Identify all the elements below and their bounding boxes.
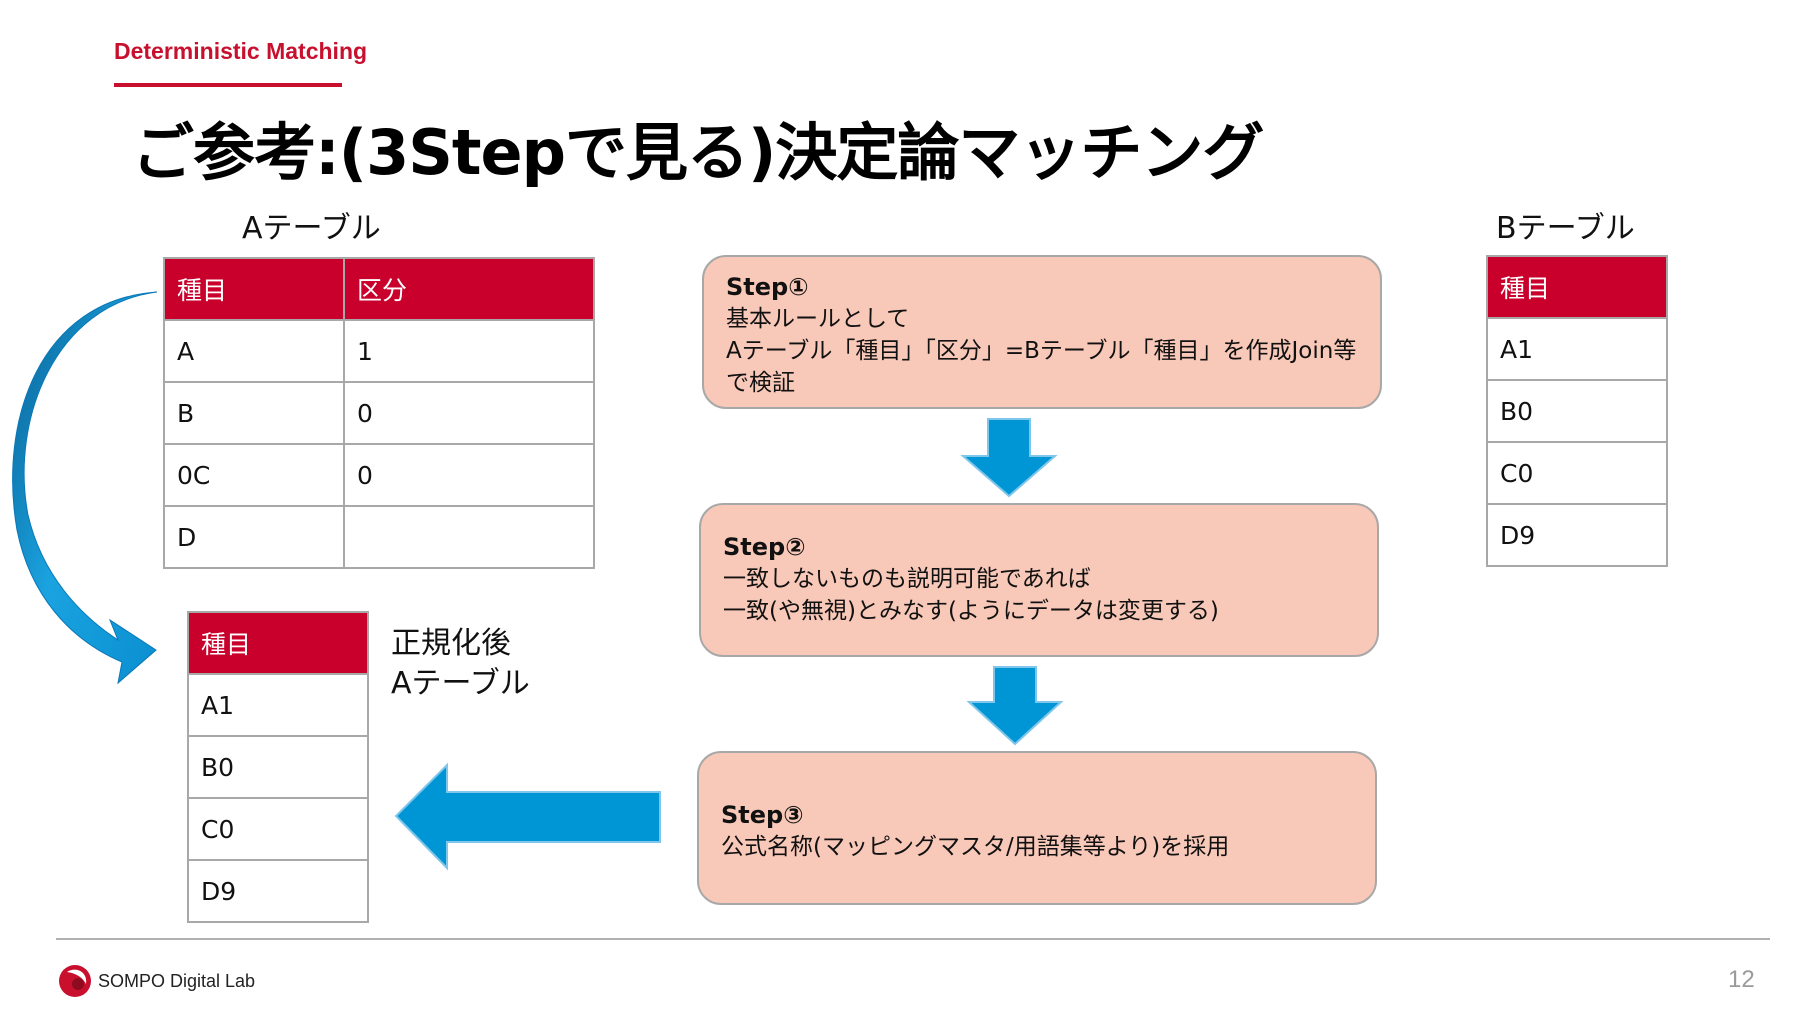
table-row: C0: [187, 797, 369, 861]
table-a-header-row: 種目 区分: [163, 257, 595, 321]
table-normalized: 種目 A1 B0 C0 D9: [187, 611, 369, 923]
step-1-line: Aテーブル「種目」「区分」=Bテーブル「種目」を作成Join等: [726, 338, 1357, 364]
table-cell: A1: [187, 673, 369, 737]
table-cell: A: [163, 319, 345, 383]
table-cell: D9: [1486, 503, 1668, 567]
table-cell: [343, 505, 595, 569]
curved-arrow-icon: [12, 291, 158, 685]
table-cell: 1: [343, 319, 595, 383]
table-b: 種目 A1 B0 C0 D9: [1486, 255, 1668, 567]
footer-divider: [56, 938, 1770, 940]
step-3-line: 公式名称(マッピングマスタ/用語集等より)を採用: [721, 834, 1230, 860]
page-title: ご参考:(3Stepで見る)決定論マッチング: [132, 116, 1264, 189]
table-normalized-label-line2: Aテーブル: [391, 666, 530, 701]
table-row: A1: [187, 673, 369, 737]
step-3-box: Step③ 公式名称(マッピングマスタ/用語集等より)を採用: [697, 751, 1377, 905]
page-number: 12: [1728, 966, 1755, 993]
table-cell: B0: [187, 735, 369, 799]
table-b-header-cell: 種目: [1486, 255, 1668, 319]
logo-icon: [59, 965, 91, 997]
table-b-header-row: 種目: [1486, 255, 1668, 319]
step-2-line: 一致(や無視)とみなす(ようにデータは変更する): [723, 598, 1219, 624]
table-row: C0: [1486, 441, 1668, 505]
table-normalized-label-line1: 正規化後: [391, 626, 511, 661]
table-row: B 0: [163, 381, 595, 445]
table-a-header-cell: 区分: [343, 257, 595, 321]
table-row: D9: [1486, 503, 1668, 567]
table-row: D9: [187, 859, 369, 923]
table-row: A 1: [163, 319, 595, 383]
step-1-title: Step①: [726, 273, 809, 301]
step-2-title: Step②: [723, 533, 806, 561]
step-2-box: Step② 一致しないものも説明可能であれば 一致(や無視)とみなす(ようにデー…: [699, 503, 1379, 657]
table-b-label: Bテーブル: [1496, 211, 1635, 246]
logo-text: SOMPO Digital Lab: [98, 971, 256, 991]
table-a: 種目 区分 A 1 B 0 0C 0 D: [163, 257, 595, 569]
step-1-line: 基本ルールとして: [726, 306, 910, 332]
section-underline: [114, 83, 342, 87]
table-normalized-header-row: 種目: [187, 611, 369, 675]
step-1-line: で検証: [726, 370, 795, 396]
left-arrow-icon: [394, 762, 661, 871]
down-arrow-icon: [960, 418, 1058, 498]
table-row: D: [163, 505, 595, 569]
table-a-label: Aテーブル: [242, 211, 381, 246]
table-cell: D: [163, 505, 345, 569]
table-normalized-label: 正規化後 Aテーブル: [391, 624, 530, 704]
step-1-box: Step① 基本ルールとして Aテーブル「種目」「区分」=Bテーブル「種目」を作…: [702, 255, 1382, 409]
table-cell: A1: [1486, 317, 1668, 381]
table-row: A1: [1486, 317, 1668, 381]
table-cell: D9: [187, 859, 369, 923]
table-cell: 0C: [163, 443, 345, 507]
step-2-line: 一致しないものも説明可能であれば: [723, 566, 1091, 592]
section-label: Deterministic Matching: [114, 38, 368, 64]
down-arrow-icon: [966, 666, 1064, 746]
table-cell: 0: [343, 381, 595, 445]
table-cell: B: [163, 381, 345, 445]
table-cell: C0: [187, 797, 369, 861]
table-cell: C0: [1486, 441, 1668, 505]
table-row: 0C 0: [163, 443, 595, 507]
table-cell: 0: [343, 443, 595, 507]
table-normalized-header-cell: 種目: [187, 611, 369, 675]
table-row: B0: [1486, 379, 1668, 443]
table-a-header-cell: 種目: [163, 257, 345, 321]
table-row: B0: [187, 735, 369, 799]
table-cell: B0: [1486, 379, 1668, 443]
step-3-title: Step③: [721, 801, 804, 829]
